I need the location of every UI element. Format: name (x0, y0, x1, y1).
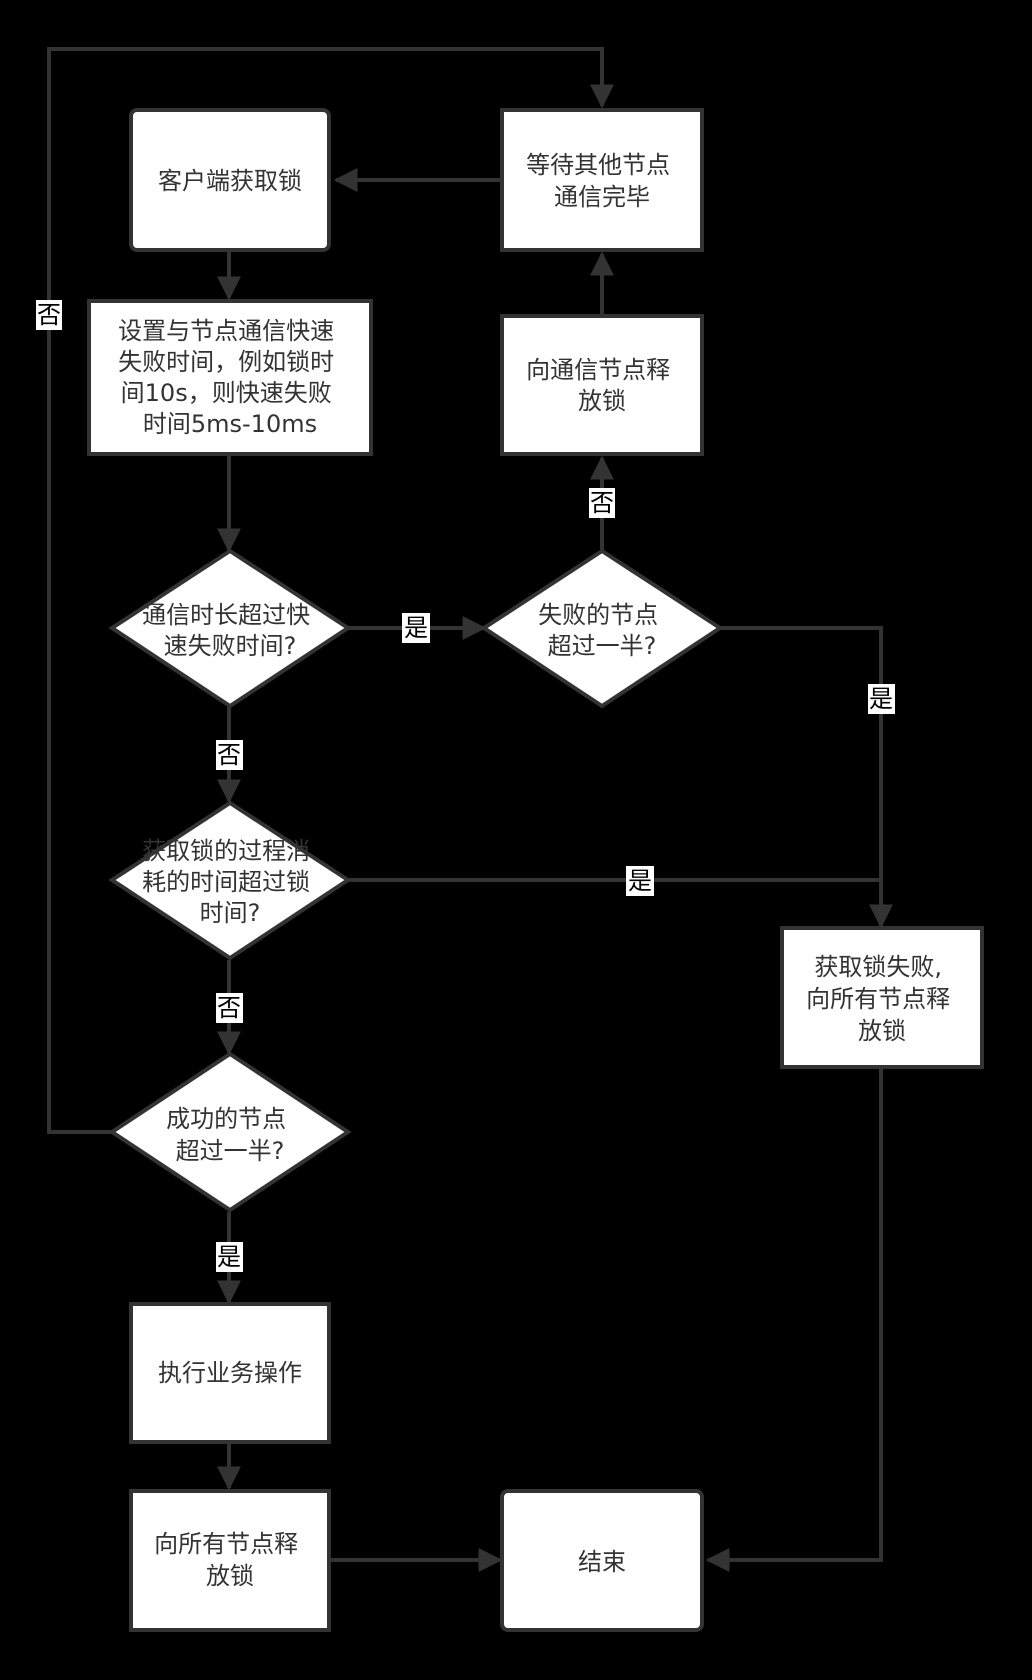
node-decision-failed: 失败的节点 超过一半? (480, 548, 724, 709)
svg-text:通信时长超过快 速失败时间?: 通信时长超过快 速失败时间? (142, 601, 318, 660)
node-client-acquire-lock: 客户端获取锁 (129, 108, 331, 252)
svg-text:否: 否 (37, 301, 61, 329)
svg-text:等待其他节点 通信完毕: 等待其他节点 通信完毕 (526, 151, 678, 211)
node-decision-success: 成功的节点 超过一半? (108, 1051, 352, 1213)
svg-text:失败的节点 超过一半?: 失败的节点 超过一半? (538, 601, 666, 660)
svg-text:是: 是 (404, 614, 428, 642)
node-acquire-failed: 获取锁失败, 向所有节点释 放锁 (780, 926, 984, 1069)
edge-label-success-yes: 是 (216, 1242, 243, 1272)
node-set-fast-fail: 设置与节点通信快速 失败时间，例如锁时 间10s，则快速失败 时间5ms-10m… (87, 299, 373, 456)
edge-acquire-failed-to-end (705, 1068, 883, 1572)
svg-text:是: 是 (217, 1243, 241, 1271)
svg-text:结束: 结束 (578, 1548, 626, 1576)
node-decision-elapsed: 获取锁的过程消 耗的时间超过锁 时间? (108, 800, 352, 961)
edge-failed-to-acquire-failed (720, 626, 893, 929)
node-wait-others: 等待其他节点 通信完毕 (500, 108, 704, 252)
node-release-communicating: 向通信节点释 放锁 (500, 314, 704, 456)
svg-text:设置与节点通信快速 失败时间，例如锁时: 设置与节点通信快速 失败时间，例如锁时 间10s，则快速失败 时间5ms-10m… (118, 317, 342, 438)
edge-label-elapsed-no: 否 (216, 993, 243, 1023)
svg-text:获取锁的过程消 耗的时间超过锁 时间: 获取锁的过程消 耗的时间超过锁 时间? (142, 837, 318, 927)
svg-text:获取锁失败, 向所有节点释 放锁: 获取锁失败, 向所有节点释 放锁 (806, 953, 958, 1045)
svg-text:否: 否 (217, 994, 241, 1022)
svg-text:是: 是 (628, 867, 652, 895)
svg-text:客户端获取锁: 客户端获取锁 (158, 167, 302, 195)
edge-label-timeout-no: 否 (216, 740, 243, 770)
svg-text:是: 是 (869, 685, 893, 713)
node-end: 结束 (500, 1489, 704, 1632)
edge-success-loop-back (47, 47, 614, 1134)
edge-label-timeout-yes: 是 (402, 613, 430, 643)
node-execute-business: 执行业务操作 (129, 1302, 331, 1444)
edge-label-elapsed-yes: 是 (626, 866, 654, 896)
svg-text:否: 否 (590, 489, 614, 517)
svg-text:否: 否 (217, 741, 241, 769)
edge-label-loop-no: 否 (36, 300, 62, 330)
node-decision-timeout: 通信时长超过快 速失败时间? (108, 548, 352, 709)
edge-label-failed-yes: 是 (868, 684, 895, 714)
svg-text:向通信节点释 放锁: 向通信节点释 放锁 (526, 356, 678, 415)
edge-label-failed-no: 否 (589, 488, 615, 518)
svg-text:成功的节点 超过一半?: 成功的节点 超过一半? (166, 1105, 294, 1165)
svg-text:执行业务操作: 执行业务操作 (158, 1359, 302, 1387)
node-release-all: 向所有节点释 放锁 (129, 1489, 331, 1632)
svg-text:向所有节点释 放锁: 向所有节点释 放锁 (154, 1530, 306, 1590)
